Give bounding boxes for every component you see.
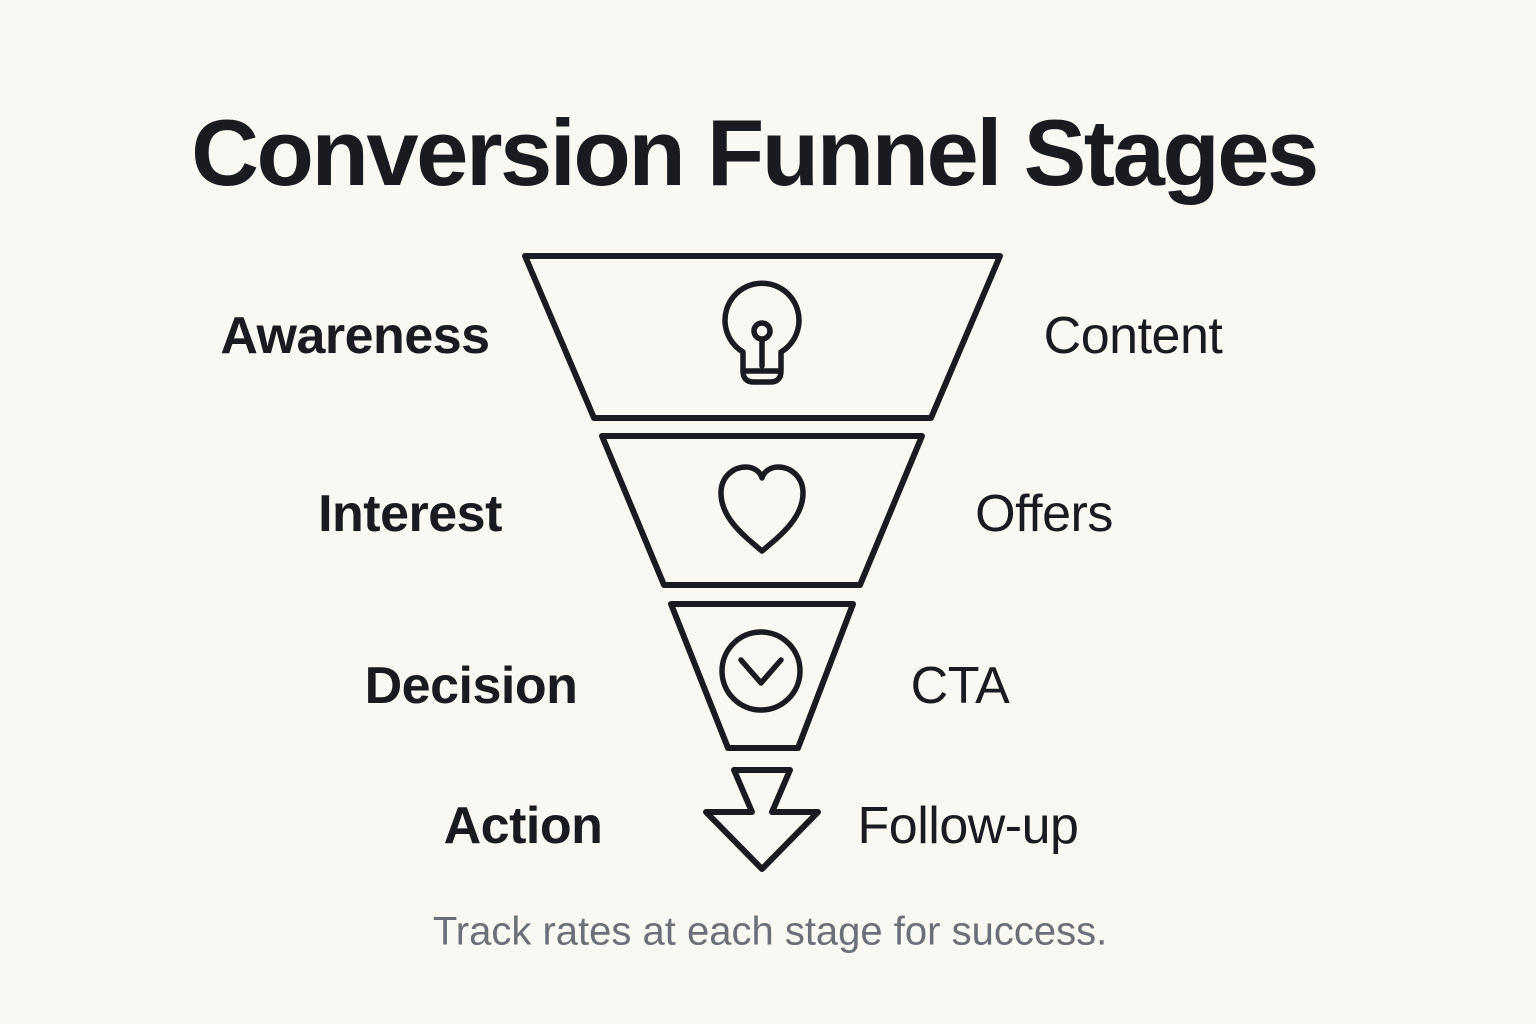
stage-label-interest: Interest xyxy=(318,485,502,543)
funnel-segment-interest xyxy=(599,433,925,588)
tactic-label-content: Content xyxy=(1043,307,1223,365)
heart-icon xyxy=(718,464,806,554)
footer-caption: Track rates at each stage for success. xyxy=(432,909,1108,954)
tactic-label-cta: CTA xyxy=(910,657,1010,715)
funnel-segment-decision xyxy=(668,601,856,751)
chevron-down-circle-icon xyxy=(719,629,803,713)
stage-label-awareness: Awareness xyxy=(220,307,490,365)
page-title: Conversion Funnel Stages xyxy=(191,100,1319,205)
stage-label-decision: Decision xyxy=(364,657,578,715)
stage-label-action: Action xyxy=(443,797,603,855)
down-arrow-icon xyxy=(703,767,821,872)
tactic-label-offers: Offers xyxy=(975,485,1113,543)
tactic-label-follow-up: Follow-up xyxy=(857,797,1079,855)
lightbulb-icon xyxy=(722,280,802,385)
funnel-segment-awareness xyxy=(522,253,1003,421)
